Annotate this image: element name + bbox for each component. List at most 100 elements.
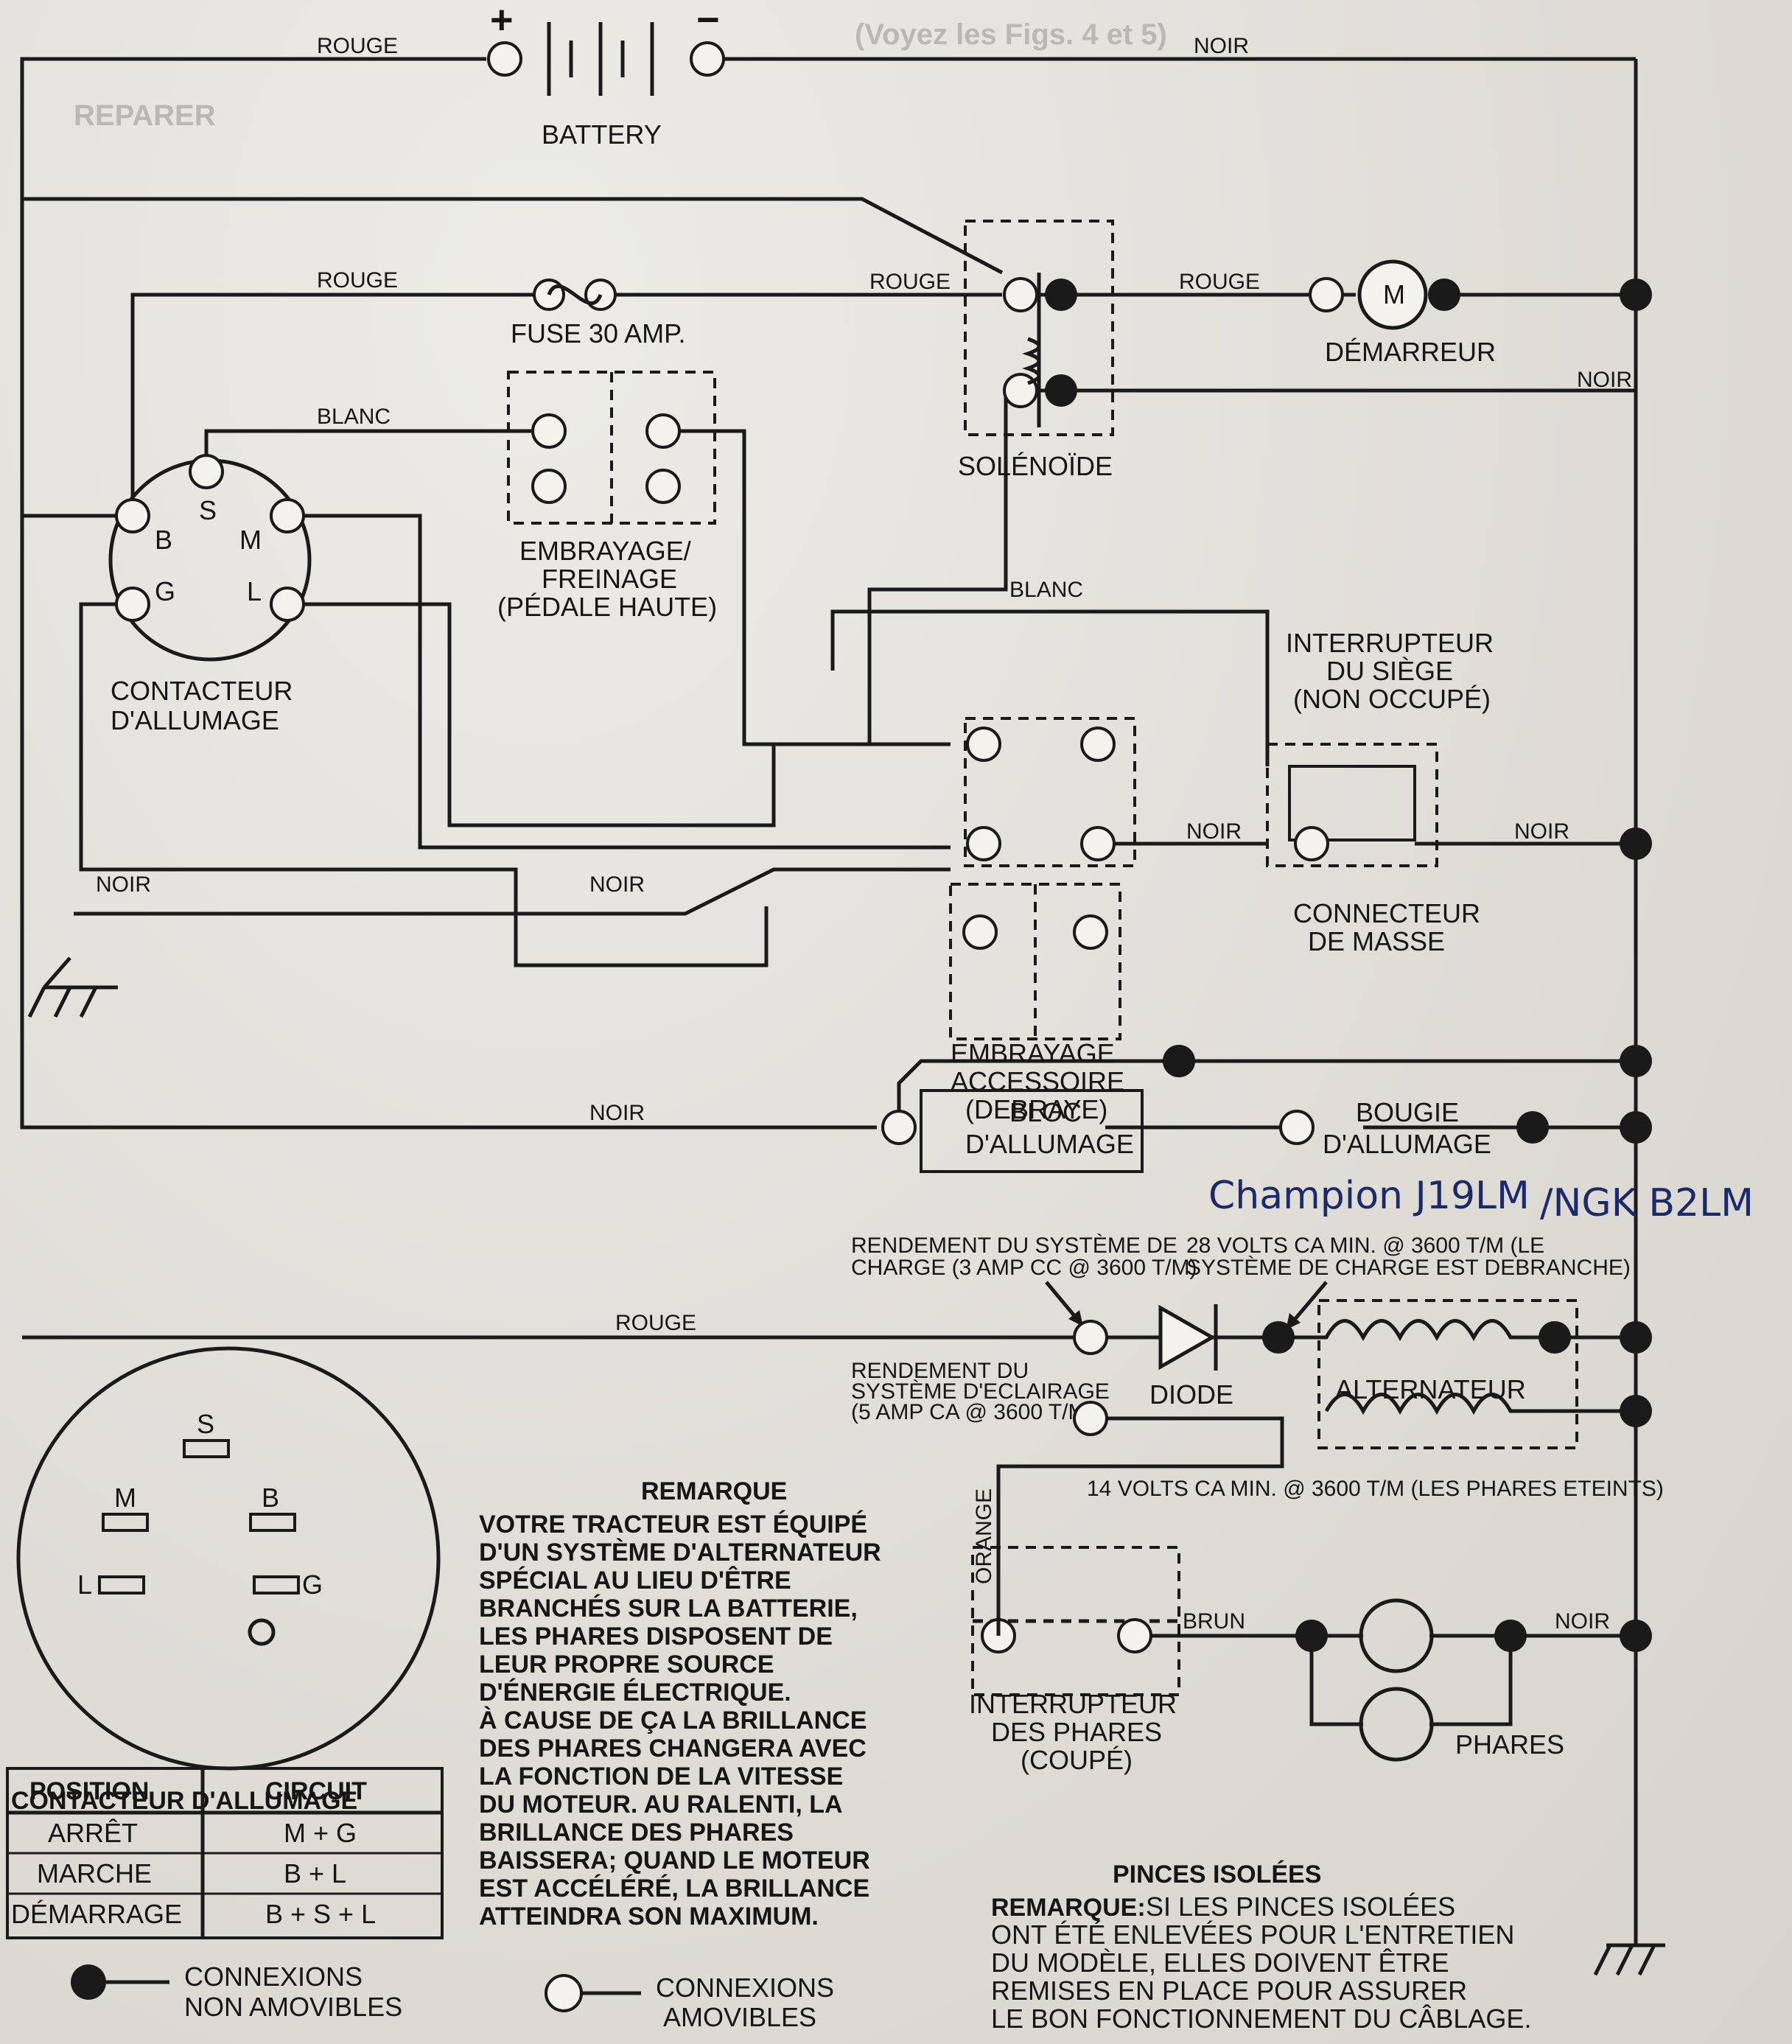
wire-label-orange: ORANGE — [972, 1488, 996, 1584]
wire-label-noir-solenoid: NOIR — [1577, 368, 1632, 392]
seat-switch-label-1: INTERRUPTEUR — [1286, 628, 1494, 658]
ignition-module-label-2: D'ALLUMAGE — [965, 1129, 1134, 1159]
light-output-label-2: SYSTÈME D'ECLAIRAGE — [851, 1379, 1110, 1404]
pto-label-3: (DEBRAYE) — [965, 1094, 1107, 1124]
remarque-line-2: D'UN SYSTÈME D'ALTERNATEUR — [479, 1539, 881, 1567]
table-header-circuit: CIRCUIT — [265, 1777, 367, 1805]
pinces-line-3: DU MODÈLE, ELLES DOIVENT ÊTRE — [991, 1947, 1449, 1978]
battery-positive-wire — [20, 57, 486, 518]
clutch-to-solenoid-wire — [663, 391, 1008, 746]
table-row-2-position: MARCHE — [37, 1858, 152, 1889]
pinces-line-4: REMISES EN PLACE POUR ASSURER — [991, 1975, 1467, 2006]
legend: CONNEXIONS NON AMOVIBLES CONNEXIONS AMOV… — [71, 1961, 834, 2032]
pto-clutch: EMBRAYAGE ACCESSOIRE (DEBRAYE) — [949, 883, 1124, 1124]
handwriting-ngk: /NGK B2LM — [1540, 1181, 1754, 1225]
detail-terminal-b: B — [262, 1483, 279, 1513]
background-heading: (Voyez les Figs. 4 et 5) — [855, 18, 1167, 51]
handwriting-champion: Champion J19LM — [1208, 1174, 1530, 1218]
legend-removable-line-1: CONNEXIONS — [656, 1973, 834, 2003]
detail-terminal-s: S — [197, 1409, 214, 1439]
fuse-label: FUSE 30 AMP. — [511, 318, 685, 349]
seat-switch-wire — [830, 609, 1270, 766]
wire-label-blanc: BLANC — [317, 405, 391, 429]
ignition-terminal-s: S — [199, 495, 217, 525]
clutch-brake-switch: EMBRAYAGE/ FREINAGE (PÉDALE HAUTE) — [497, 371, 717, 622]
remarque-line-12: BRILLANCE DES PHARES — [479, 1819, 794, 1847]
ignition-l-wire — [287, 602, 951, 827]
ignition-label-1: CONTACTEUR — [111, 676, 293, 706]
ground-connector-label-2: DE MASSE — [1308, 926, 1445, 956]
wire-label-rouge-solenoid: ROUGE — [869, 270, 951, 294]
remarque-line-3: SPÉCIAL AU LIEU D'ÊTRE — [479, 1567, 791, 1595]
pinces-note: PINCES ISOLÉES REMARQUE: SI LES PINCES I… — [991, 1861, 1531, 2034]
wire-label-noir-rail: NOIR — [1514, 819, 1569, 844]
clutch-brake-label-3: (PÉDALE HAUTE) — [497, 592, 717, 622]
remarque-line-13: BAISSERA; QUAND LE MOTEUR — [479, 1847, 870, 1875]
remarque-line-7: D'ÉNERGIE ÉLECTRIQUE. — [479, 1679, 791, 1707]
volts28-label-2: SYSTÈME DE CHARGE EST DEBRANCHE) — [1186, 1256, 1631, 1280]
wire-label-brun: BRUN — [1183, 1609, 1245, 1634]
pinces-lead: REMARQUE: — [991, 1894, 1146, 1922]
headlights-ground-junction — [1620, 1620, 1652, 1652]
blanc-wire — [204, 429, 549, 472]
volts14-label: 14 VOLTS CA MIN. @ 3600 T/M (LES PHARES … — [1087, 1477, 1664, 1501]
headlight-switch-label-3: (COUPÉ) — [1021, 1745, 1133, 1775]
wire-label-rouge-fuse: ROUGE — [317, 268, 398, 293]
ground-symbol-left — [27, 956, 118, 1018]
charge-output-label-2: CHARGE (3 AMP CC @ 3600 T/M) — [851, 1256, 1197, 1280]
headlight-switch-label-1: INTERRUPTEUR — [969, 1689, 1177, 1719]
starter-label: DÉMARREUR — [1325, 337, 1496, 367]
seat-switch: INTERRUPTEUR DU SIÈGE (NON OCCUPÉ) — [964, 628, 1494, 867]
wire-label-rouge-starter: ROUGE — [1179, 270, 1260, 294]
ignition-terminal-l: L — [247, 576, 262, 606]
legend-fixed-icon — [71, 1964, 106, 2000]
fuse-30-amp: FUSE 30 AMP. — [511, 279, 685, 349]
starter-motor: M DÉMARREUR — [1309, 259, 1496, 367]
remarque-line-6: LEUR PROPRE SOURCE — [479, 1651, 774, 1679]
diode: DIODE — [1073, 1304, 1282, 1410]
remarque-line-14: EST ACCÉLÉRÉ, LA BRILLANCE — [479, 1875, 869, 1903]
detail-terminal-l: L — [77, 1569, 92, 1600]
pto-label-1: EMBRAYAGE — [951, 1038, 1115, 1068]
rail-junction-starter — [1620, 279, 1652, 311]
headlight-switch-label-2: DES PHARES — [991, 1717, 1162, 1747]
pinces-title: PINCES ISOLÉES — [1113, 1861, 1321, 1889]
battery: + − BATTERY — [487, 0, 725, 150]
legend-removable-icon — [545, 1974, 583, 2012]
remarque-line-15: ATTEINDRA SON MAXIMUM. — [479, 1903, 819, 1931]
rail-junction-pto — [1163, 1045, 1195, 1077]
lighting-output-terminal — [1073, 1401, 1108, 1436]
wire-label-noir-pto: NOIR — [589, 872, 645, 897]
ignition-label-2: D'ALLUMAGE — [111, 705, 279, 735]
table-row-1-circuit: M + G — [284, 1818, 357, 1848]
legend-removable-line-2: AMOVIBLES — [663, 2002, 816, 2032]
ignition-m-wire — [287, 514, 951, 850]
detail-terminal-g: G — [302, 1569, 323, 1600]
solenoid: SOLÉNOÏDE — [958, 220, 1114, 481]
solenoid-label: SOLÉNOÏDE — [958, 451, 1113, 481]
ignition-terminal-g: G — [155, 576, 175, 606]
remarque-title: REMARQUE — [641, 1477, 787, 1505]
position-table: POSITION CIRCUIT ARRÊT M + G MARCHE B + … — [6, 1767, 444, 1939]
lighting-output-wire — [996, 1416, 1284, 1555]
fuse-rouge-wire — [130, 293, 538, 516]
ground-symbol-right — [1593, 1943, 1665, 1976]
ignition-detail-title: CONTACTEUR D'ALLUMAGE — [11, 1787, 357, 1815]
battery-label: BATTERY — [542, 119, 662, 150]
pinces-line-2: ONT ÉTÉ ENLEVÉES POUR L'ENTRETIEN — [991, 1919, 1514, 1950]
ignition-switch-detail: S M B L G — [16, 1346, 441, 1771]
headlights-label: PHARES — [1455, 1729, 1564, 1760]
ignition-terminal-m: M — [239, 525, 262, 555]
left-frame-wire — [20, 516, 877, 1130]
detail-terminal-m: M — [114, 1483, 136, 1513]
alternator: ALTERNATEUR — [1278, 1299, 1652, 1449]
wire-label-rouge-charge: ROUGE — [615, 1311, 696, 1335]
background-word: REPARER — [74, 99, 216, 132]
clutch-brake-label-2: FREINAGE — [542, 564, 677, 594]
battery-to-solenoid-wire — [22, 197, 1004, 275]
table-row-1-position: ARRÊT — [48, 1818, 138, 1848]
charge-arrow-head — [1068, 1310, 1083, 1326]
ground-connector-label-1: CONNECTEUR — [1293, 898, 1480, 928]
diode-label: DIODE — [1149, 1379, 1233, 1410]
